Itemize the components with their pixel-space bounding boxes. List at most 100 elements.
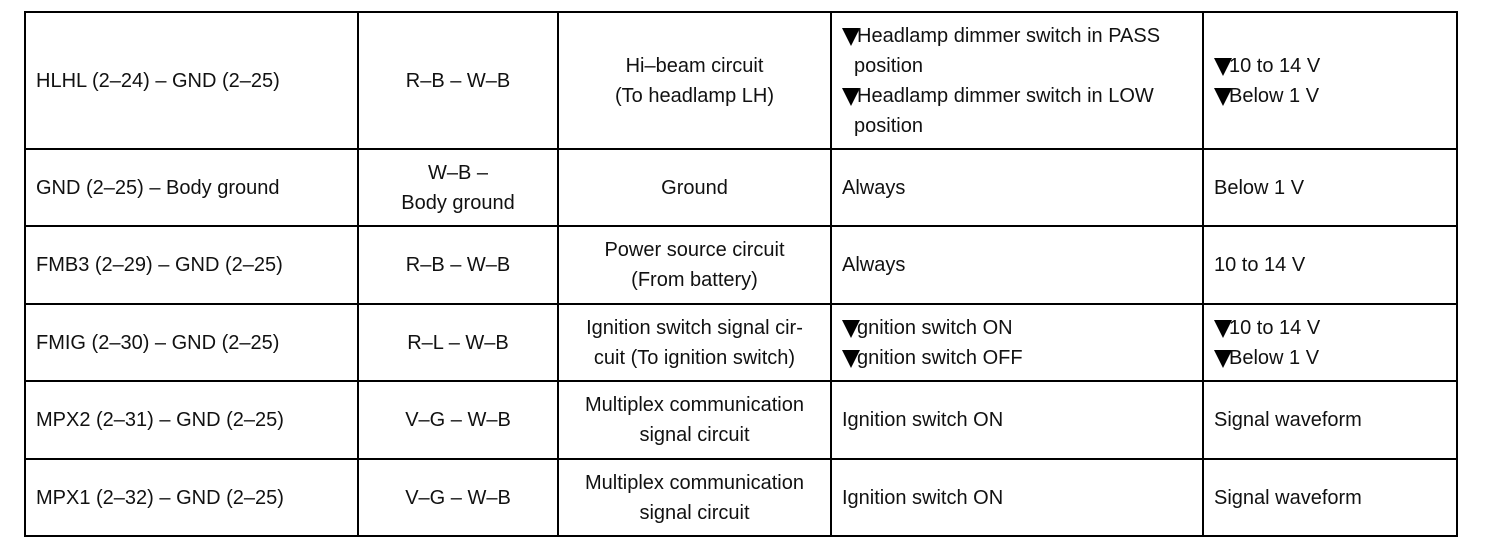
specification-line: 10 to 14 V: [1214, 313, 1446, 343]
specification-line: 10 to 14 V: [1214, 250, 1446, 280]
specification-text: 10 to 14 V: [1229, 316, 1321, 339]
condition-text: Ignition switch ON: [842, 409, 1004, 431]
condition-text: position: [854, 114, 923, 137]
black-triangle-icon: [842, 27, 860, 46]
condition-line: position: [842, 111, 1192, 141]
condition-item: Headlamp dimmer switch in LOW position: [842, 81, 1192, 141]
condition-line: Always: [842, 250, 1192, 280]
condition-line: Headlamp dimmer switch in LOW: [842, 81, 1192, 111]
description-cell: Ignition switch signal cir-cuit (To igni…: [557, 303, 832, 382]
table-row: FMIG (2–30) – GND (2–25) R–L – W–B Ignitio…: [24, 303, 1458, 382]
description-line: Ground: [661, 176, 728, 199]
description-cell: Hi–beam circuit (To headlamp LH): [557, 11, 832, 150]
wire-color-line: V–G – W–B: [405, 486, 511, 509]
description-cell: Power source circuit (From battery): [557, 225, 832, 305]
black-triangle-icon: [1214, 57, 1232, 76]
condition-item: gnition switch ON: [842, 313, 1192, 343]
description-line: cuit (To ignition switch): [593, 346, 796, 369]
specification-text: Below 1 V: [1229, 346, 1320, 369]
table-row: GND (2–25) – Body ground W–B – Body ground…: [24, 148, 1458, 227]
terminal-spec-table-body: HLHL (2–24) – GND (2–25) R–B – W–B Hi–beam…: [24, 11, 1458, 537]
black-triangle-icon: [1214, 319, 1232, 338]
terminal-cell: HLHL (2–24) – GND (2–25): [24, 11, 359, 150]
specification-line: Below 1 V: [1214, 81, 1446, 111]
specification-line: Signal waveform: [1214, 405, 1446, 435]
specification-line: 10 to 14 V: [1214, 51, 1446, 81]
condition-cell: Always: [830, 148, 1204, 227]
specification-cell: 10 to 14 V Below 1 V: [1202, 303, 1458, 382]
condition-item: Always: [842, 250, 1192, 280]
specification-cell: 10 to 14 V: [1202, 225, 1458, 305]
black-triangle-icon: [842, 319, 860, 338]
terminal-spec-table: HLHL (2–24) – GND (2–25) R–B – W–B Hi–beam…: [24, 11, 1458, 537]
condition-cell: Ignition switch ON: [830, 380, 1204, 460]
condition-line: Ignition switch ON: [842, 405, 1192, 435]
condition-item: Always: [842, 173, 1192, 203]
wire-color-cell: V–G – W–B: [357, 380, 559, 460]
wire-color-line: Body ground: [401, 191, 515, 214]
condition-text: Always: [842, 176, 906, 199]
wire-color-cell: R–B – W–B: [357, 225, 559, 305]
description-line: (From battery): [631, 269, 758, 291]
condition-line: Ignition switch ON: [842, 483, 1192, 513]
condition-text: position: [854, 54, 923, 77]
condition-cell: Always: [830, 225, 1204, 305]
specification-text: Signal waveform: [1214, 486, 1362, 509]
description-line: Power source circuit: [604, 239, 785, 261]
wire-color-line: R–B – W–B: [405, 254, 511, 276]
condition-line: position: [842, 51, 1192, 81]
condition-text: Headlamp dimmer switch in PASS: [857, 24, 1161, 47]
condition-line: Headlamp dimmer switch in PASS: [842, 21, 1192, 51]
specification-cell: 10 to 14 V Below 1 V: [1202, 11, 1458, 150]
wire-color-line: R–L – W–B: [407, 331, 509, 354]
specification-cell: Signal waveform: [1202, 458, 1458, 537]
terminal-cell: MPX1 (2–32) – GND (2–25): [24, 458, 359, 537]
condition-item: Headlamp dimmer switch in PASS position: [842, 21, 1192, 81]
description-cell: Ground: [557, 148, 832, 227]
wire-color-cell: V–G – W–B: [357, 458, 559, 537]
condition-text: gnition switch ON: [857, 316, 1013, 339]
description-line: Multiplex communication: [585, 394, 804, 416]
wire-color-line: V–G – W–B: [405, 409, 511, 431]
condition-line: gnition switch OFF: [842, 343, 1192, 373]
condition-item: gnition switch OFF: [842, 343, 1192, 373]
description-line: signal circuit: [639, 424, 750, 446]
specification-text: Below 1 V: [1229, 84, 1320, 107]
condition-item: Ignition switch ON: [842, 483, 1192, 513]
description-line: (To headlamp LH): [615, 84, 774, 107]
specification-cell: Signal waveform: [1202, 380, 1458, 460]
black-triangle-icon: [842, 349, 860, 368]
black-triangle-icon: [1214, 349, 1232, 368]
condition-text: gnition switch OFF: [857, 346, 1023, 369]
condition-line: gnition switch ON: [842, 313, 1192, 343]
black-triangle-icon: [1214, 87, 1232, 106]
description-line: Hi–beam circuit: [625, 54, 764, 77]
condition-item: Ignition switch ON: [842, 405, 1192, 435]
table-row: HLHL (2–24) – GND (2–25) R–B – W–B Hi–beam…: [24, 11, 1458, 150]
specification-text: 10 to 14 V: [1214, 254, 1306, 276]
condition-text: Headlamp dimmer switch in LOW: [857, 84, 1154, 107]
condition-line: Always: [842, 173, 1192, 203]
terminal-cell: FMIG (2–30) – GND (2–25): [24, 303, 359, 382]
wire-color-line: W–B –: [427, 161, 489, 184]
table-row: MPX1 (2–32) – GND (2–25) V–G – W–B Multipl…: [24, 458, 1458, 537]
terminal-cell: GND (2–25) – Body ground: [24, 148, 359, 227]
wire-color-cell: R–L – W–B: [357, 303, 559, 382]
specification-cell: Below 1 V: [1202, 148, 1458, 227]
wire-color-line: R–B – W–B: [405, 69, 511, 92]
specification-line: Below 1 V: [1214, 343, 1446, 373]
black-triangle-icon: [842, 87, 860, 106]
wire-color-cell: R–B – W–B: [357, 11, 559, 150]
condition-text: Always: [842, 254, 906, 276]
description-cell: Multiplex communication signal circuit: [557, 380, 832, 460]
description-line: Ignition switch signal cir-: [586, 316, 803, 339]
table-row: FMB3 (2–29) – GND (2–25) R–B – W–B Power s…: [24, 225, 1458, 305]
specification-text: 10 to 14 V: [1229, 54, 1321, 77]
description-line: signal circuit: [639, 501, 750, 524]
condition-text: Ignition switch ON: [842, 486, 1004, 509]
terminal-cell: FMB3 (2–29) – GND (2–25): [24, 225, 359, 305]
wire-color-cell: W–B – Body ground: [357, 148, 559, 227]
specification-text: Signal waveform: [1214, 409, 1362, 431]
